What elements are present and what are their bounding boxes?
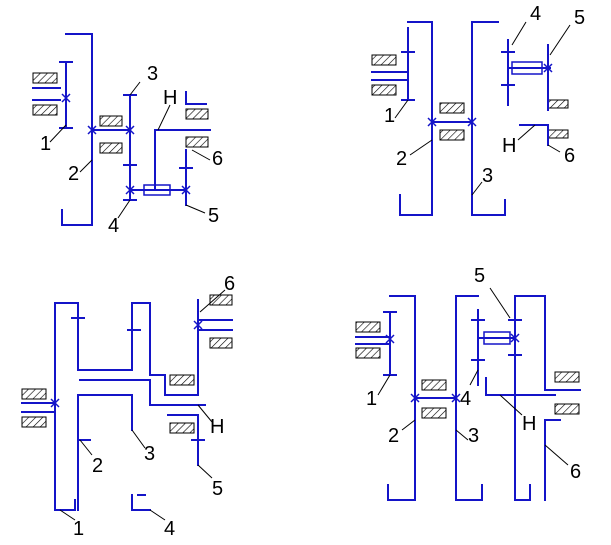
label-1: 1: [73, 518, 84, 540]
label-H: H: [522, 413, 536, 435]
label-4: 4: [164, 518, 175, 540]
bearing-support: [355, 321, 381, 333]
label-6: 6: [564, 145, 575, 167]
bearing-support: [32, 104, 58, 116]
label-2: 2: [388, 425, 399, 447]
bearing-support: [439, 102, 465, 114]
bearing-support: [554, 371, 580, 383]
bearing-support: [421, 407, 447, 419]
diagram-a: 1 2 3 H 4 5 6: [32, 33, 223, 237]
label-H: H: [210, 416, 224, 438]
bearing-support: [99, 115, 123, 127]
label-5: 5: [574, 7, 585, 29]
diagram-d: 5 1 4 2 3 H 6: [355, 265, 581, 501]
bearing-support: [439, 129, 465, 141]
bearing-support: [547, 99, 569, 109]
label-6: 6: [224, 273, 235, 295]
bearing-support: [209, 337, 233, 349]
bearing-support: [371, 84, 397, 96]
label-5: 5: [208, 205, 219, 227]
label-3: 3: [468, 425, 479, 447]
bearing-support: [32, 72, 58, 84]
bearing-support: [169, 422, 195, 434]
label-3: 3: [144, 443, 155, 465]
label-1: 1: [366, 388, 377, 410]
bearing-support: [21, 416, 47, 428]
label-1: 1: [40, 133, 51, 155]
label-2: 2: [68, 163, 79, 185]
label-4: 4: [108, 215, 119, 237]
bearing-support: [169, 374, 195, 386]
label-H: H: [502, 135, 516, 157]
label-6: 6: [212, 148, 223, 170]
label-4: 4: [460, 388, 471, 410]
label-H: H: [163, 87, 177, 109]
label-2: 2: [92, 455, 103, 477]
bearing-support: [371, 54, 397, 66]
bearing-support: [421, 379, 447, 391]
bearing-support: [209, 294, 233, 306]
label-1: 1: [384, 105, 395, 127]
bearing-support: [355, 347, 381, 359]
bearing-support: [99, 142, 123, 154]
label-5: 5: [212, 478, 223, 500]
bearing-support: [185, 136, 209, 148]
bearing-support: [185, 108, 209, 120]
label-3: 3: [147, 63, 158, 85]
label-2: 2: [396, 148, 407, 170]
label-3: 3: [482, 165, 493, 187]
bearing-support: [21, 388, 47, 400]
bearing-support: [547, 129, 569, 139]
label-4: 4: [530, 3, 541, 25]
label-5: 5: [474, 265, 485, 287]
diagram-c: 6 H 2 3 5 1 4: [21, 273, 235, 540]
bearing-support: [554, 403, 580, 415]
diagram-b: 4 5 1 2 H 6 3: [371, 3, 585, 216]
label-6: 6: [570, 461, 581, 483]
